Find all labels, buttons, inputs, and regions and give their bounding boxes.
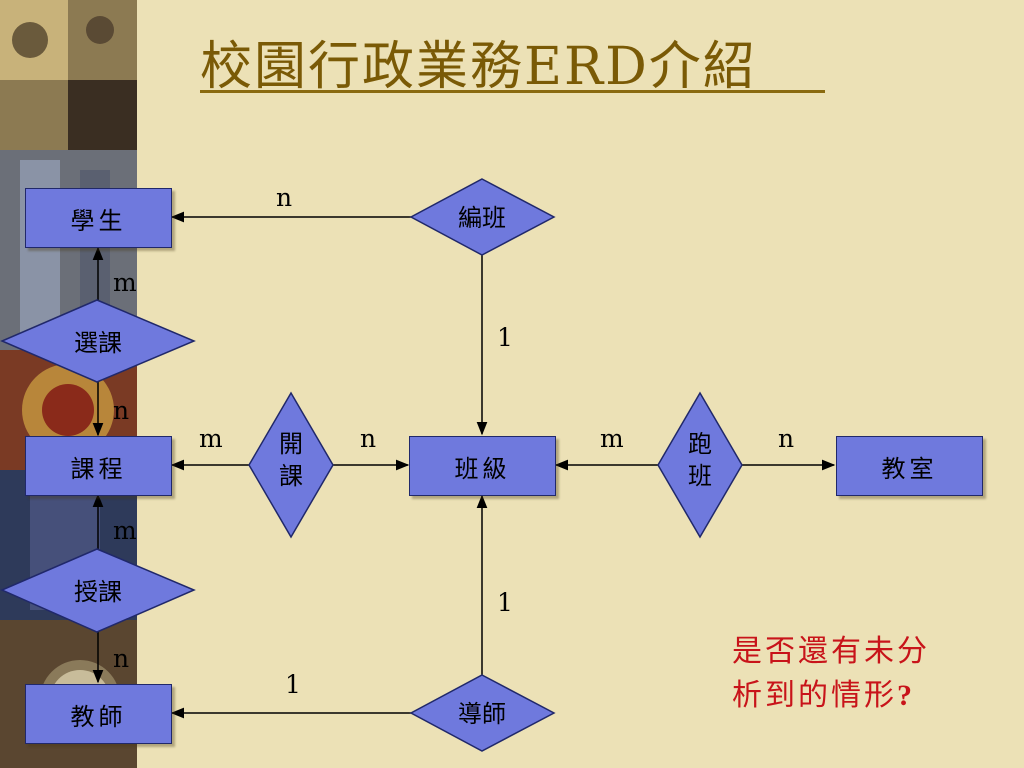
entity-class: 班級 [409,436,556,496]
entity-student: 學生 [25,188,172,248]
cardinality-tutor-class: 1 [497,588,513,617]
entity-classroom-label: 教室 [881,454,938,483]
entity-classroom: 教室 [836,436,983,496]
question-note-line2-text: 析到的情形 [732,677,897,713]
cardinality-assign-student: n [276,183,293,212]
cardinality-open-class: n [360,424,377,453]
cardinality-select-course: n [113,396,130,425]
question-mark: ? [897,678,915,712]
entity-teacher-label: 教師 [70,702,127,731]
cardinality-assign-class: 1 [497,323,513,352]
question-note-line2: 析到的情形? [732,674,930,718]
relationship-open-course-label: 開 課 [271,428,311,493]
relationship-teach-label: 授課 [74,578,122,606]
cardinality-run-room: n [778,424,795,453]
question-note-line1: 是否還有未分 [732,634,930,669]
relationship-run-class-label: 跑 班 [680,428,720,493]
cardinality-run-class: m [600,424,624,453]
slide-title: 校園行政業務ERD介紹 [200,37,757,97]
relationship-run-class-label-line2: 班 [688,462,712,491]
relationship-tutor-label: 導師 [458,700,506,728]
cardinality-teach-teacher: n [113,644,130,673]
entity-student-label: 學生 [70,206,127,235]
question-note: 是否還有未分 析到的情形? [732,630,930,717]
entity-teacher: 教師 [25,684,172,744]
relationship-assign-class-diamond [409,178,556,256]
cardinality-select-student: m [113,268,137,297]
title-underline [200,90,825,93]
relationship-select-course-diamond [0,299,196,383]
relationship-open-course-diamond [248,391,334,539]
relationship-assign-class-label: 編班 [458,204,506,232]
entity-course-label: 課程 [70,454,127,483]
relationship-open-course-label-line1: 開 [279,430,303,458]
cardinality-tutor-teacher: 1 [285,670,301,699]
cardinality-teach-course: m [113,516,137,545]
relationship-tutor-diamond [409,674,556,752]
cardinality-open-course: m [199,424,223,453]
relationship-run-class-diamond [657,391,743,539]
relationship-teach-diamond [0,548,196,633]
relationship-run-class-label-line1: 跑 [688,430,712,458]
relationship-open-course-label-line2: 課 [279,462,303,491]
entity-course: 課程 [25,436,172,496]
relationship-select-course-label: 選課 [74,329,122,357]
entity-class-label: 班級 [454,454,511,483]
